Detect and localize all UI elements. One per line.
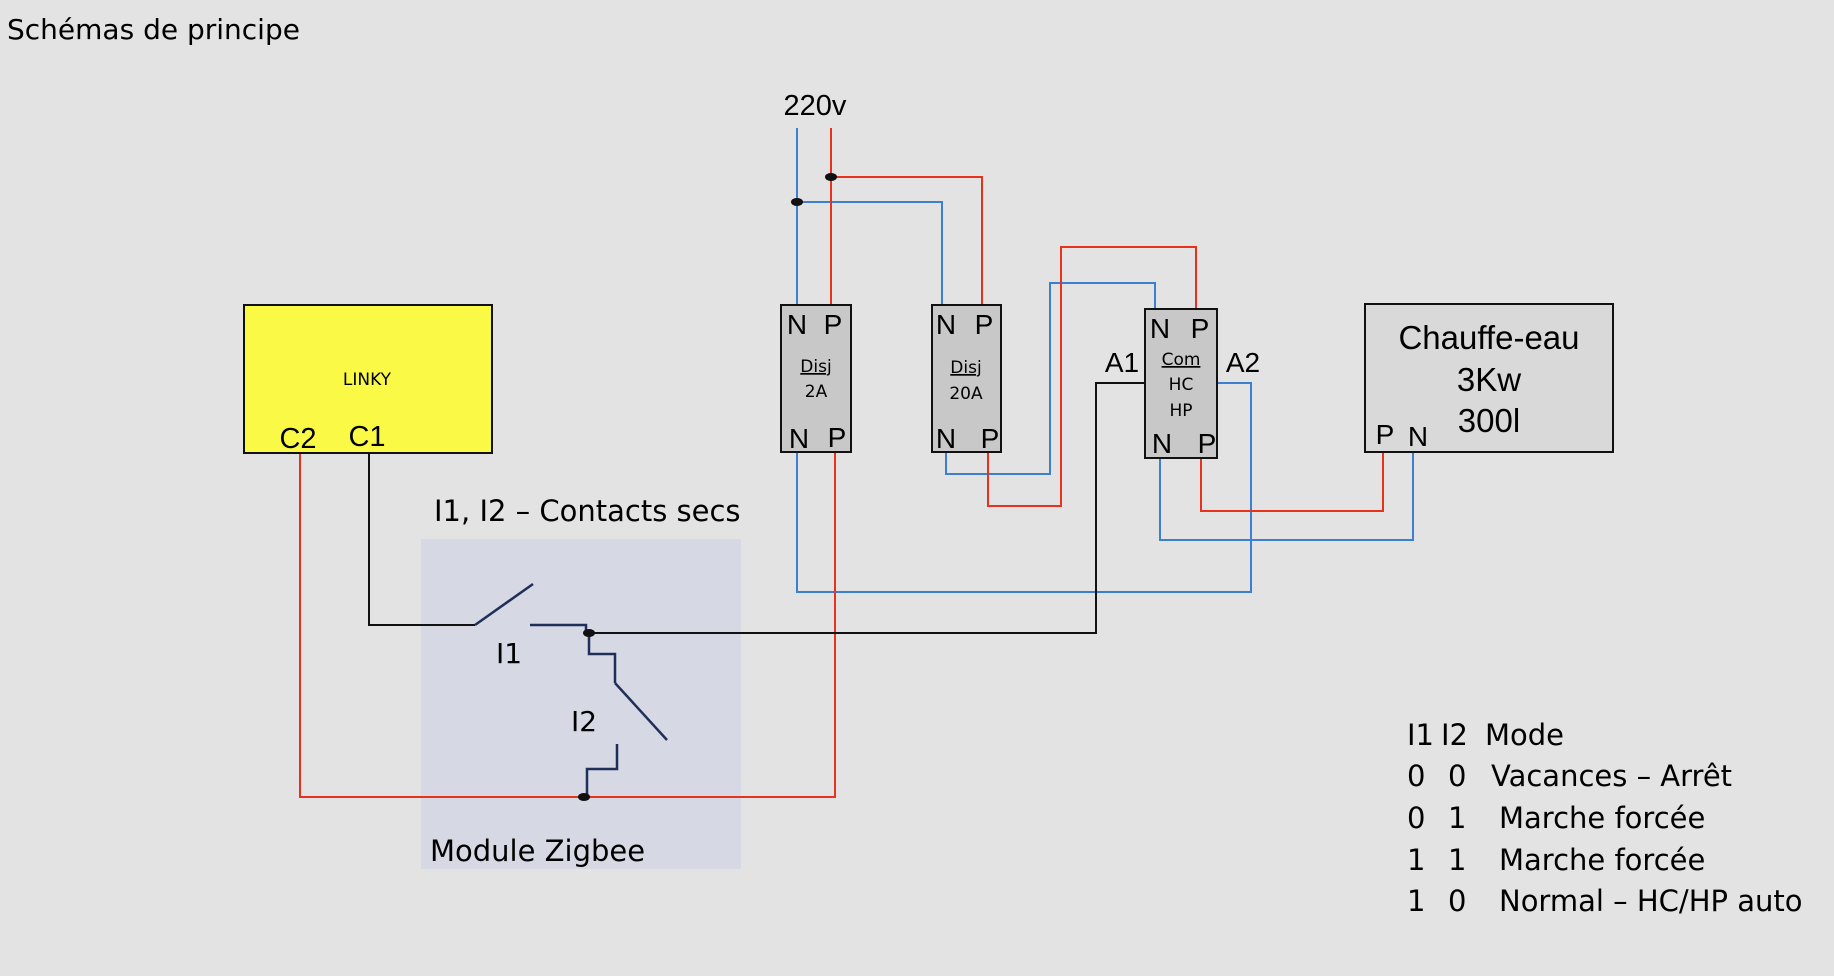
mode-table-cell: Marche forcée [1499, 801, 1705, 835]
wire-contactor-to-heater-neutral [1159, 452, 1414, 541]
mode-table-cell: Marche forcée [1499, 843, 1705, 877]
breaker-20a-top-p: P [975, 309, 994, 340]
water-heater-label-2: 3Kw [1457, 361, 1521, 398]
junctions [578, 173, 837, 801]
mode-table-cell: 1 [1448, 843, 1466, 877]
breaker-20a-label-2: 20A [949, 384, 983, 404]
wire-breaker1-to-linky-c2 [299, 452, 836, 798]
mode-table-header-mode: Mode [1485, 718, 1564, 752]
switch-i2-label: I2 [571, 705, 597, 738]
zigbee-module-area [421, 539, 741, 869]
page-title: Schémas de principe [7, 13, 300, 46]
mode-table-cell: 0 [1448, 759, 1466, 793]
module-name: Module Zigbee [430, 834, 645, 868]
breaker-2a-box [780, 304, 852, 453]
contactor-label-3: HP [1169, 401, 1192, 421]
water-heater-label-1: Chauffe-eau [1398, 319, 1579, 356]
contactor-top-p: P [1191, 313, 1210, 344]
wire-linky-c1-to-i1 [368, 453, 475, 626]
breaker-2a-bottom-n: N [789, 423, 809, 454]
contactor-bottom-n: N [1152, 428, 1172, 459]
breaker-2a-top-n: N [787, 309, 807, 340]
linky-terminal-c1: C1 [348, 421, 385, 453]
contactor-a1: A1 [1105, 347, 1139, 378]
control-wires [368, 382, 1145, 634]
breaker-2a-top-p: P [824, 309, 843, 340]
mode-table-cell: Normal – HC/HP auto [1499, 884, 1802, 918]
contactor-bottom-p: P [1198, 428, 1217, 459]
wire-neutral-to-breaker2 [797, 201, 943, 305]
breaker-20a-bottom-p: P [981, 423, 1000, 454]
junction-i2-return [578, 793, 590, 801]
switch-i1-blade [474, 582, 534, 627]
switch-i1-label: I1 [496, 637, 522, 670]
contactor-box [1144, 308, 1218, 459]
wire-common-to-a1 [589, 382, 1145, 634]
breaker-2a-bottom-p: P [828, 422, 847, 453]
breaker-20a-box [931, 304, 1002, 453]
mode-table-header-i1: I1 [1407, 718, 1434, 752]
breaker-2a-label-1: Disj [800, 357, 831, 377]
neutral-wires [796, 128, 1414, 593]
junction-neutral [791, 198, 803, 206]
linky-label: LINKY [343, 370, 392, 390]
contactor-label-2: HC [1169, 375, 1194, 395]
switch-i2-blade [614, 682, 668, 741]
breaker-20a-label-1: Disj [950, 358, 981, 378]
supply-label: 220v [784, 90, 847, 122]
contactor-label-1: Com [1162, 350, 1201, 370]
wire-breaker2-to-contactor-neutral [945, 282, 1156, 475]
linky-meter: LINKY C2 C1 [243, 304, 493, 455]
breaker-2a-label-2: 2A [805, 382, 828, 402]
water-heater-label-3: 300l [1458, 402, 1520, 439]
contacts-title: I1, I2 – Contacts secs [434, 494, 741, 528]
mode-table: I1 I2 Mode 0 0 Vacances – Arrêt 0 1 Marc… [1407, 718, 1802, 918]
water-heater: Chauffe-eau 3Kw 300l P N [1364, 303, 1614, 453]
junction-common [583, 629, 595, 637]
linky-terminal-c2: C2 [279, 423, 316, 455]
water-heater-terminal-p: P [1376, 419, 1395, 450]
water-heater-box [1364, 303, 1614, 453]
mode-table-cell: 1 [1448, 801, 1466, 835]
breaker-20a-top-n: N [936, 309, 956, 340]
wire-contactor-to-heater-phase [1200, 452, 1384, 512]
switch-i2-return [585, 744, 619, 797]
breaker-20a: N P Disj 20A N P [931, 304, 1002, 454]
phase-wires [299, 128, 1384, 798]
mode-table-cell: 0 [1407, 801, 1425, 835]
mode-table-cell: Vacances – Arrêt [1491, 759, 1732, 793]
mode-table-header-i2: I2 [1441, 718, 1468, 752]
wire-breaker2-to-contactor-phase [987, 246, 1197, 507]
linky-box [243, 304, 493, 454]
contactor-a2: A2 [1226, 347, 1260, 378]
mode-table-cell: 0 [1448, 884, 1466, 918]
breaker-20a-bottom-n: N [936, 423, 956, 454]
contactor-top-n: N [1150, 313, 1170, 344]
contactor-hc-hp: N P Com HC HP N P A1 A2 [1105, 308, 1260, 459]
water-heater-terminal-n: N [1408, 421, 1428, 452]
wire-phase-to-breaker2 [831, 176, 983, 305]
breaker-2a: N P Disj 2A N P [780, 304, 852, 454]
mode-table-cell: 0 [1407, 759, 1425, 793]
mode-table-cell: 1 [1407, 884, 1425, 918]
mode-table-cell: 1 [1407, 843, 1425, 877]
wire-breaker1-to-a2 [796, 382, 1252, 593]
junction-phase [825, 173, 837, 181]
switch-i2-contact [587, 633, 617, 683]
